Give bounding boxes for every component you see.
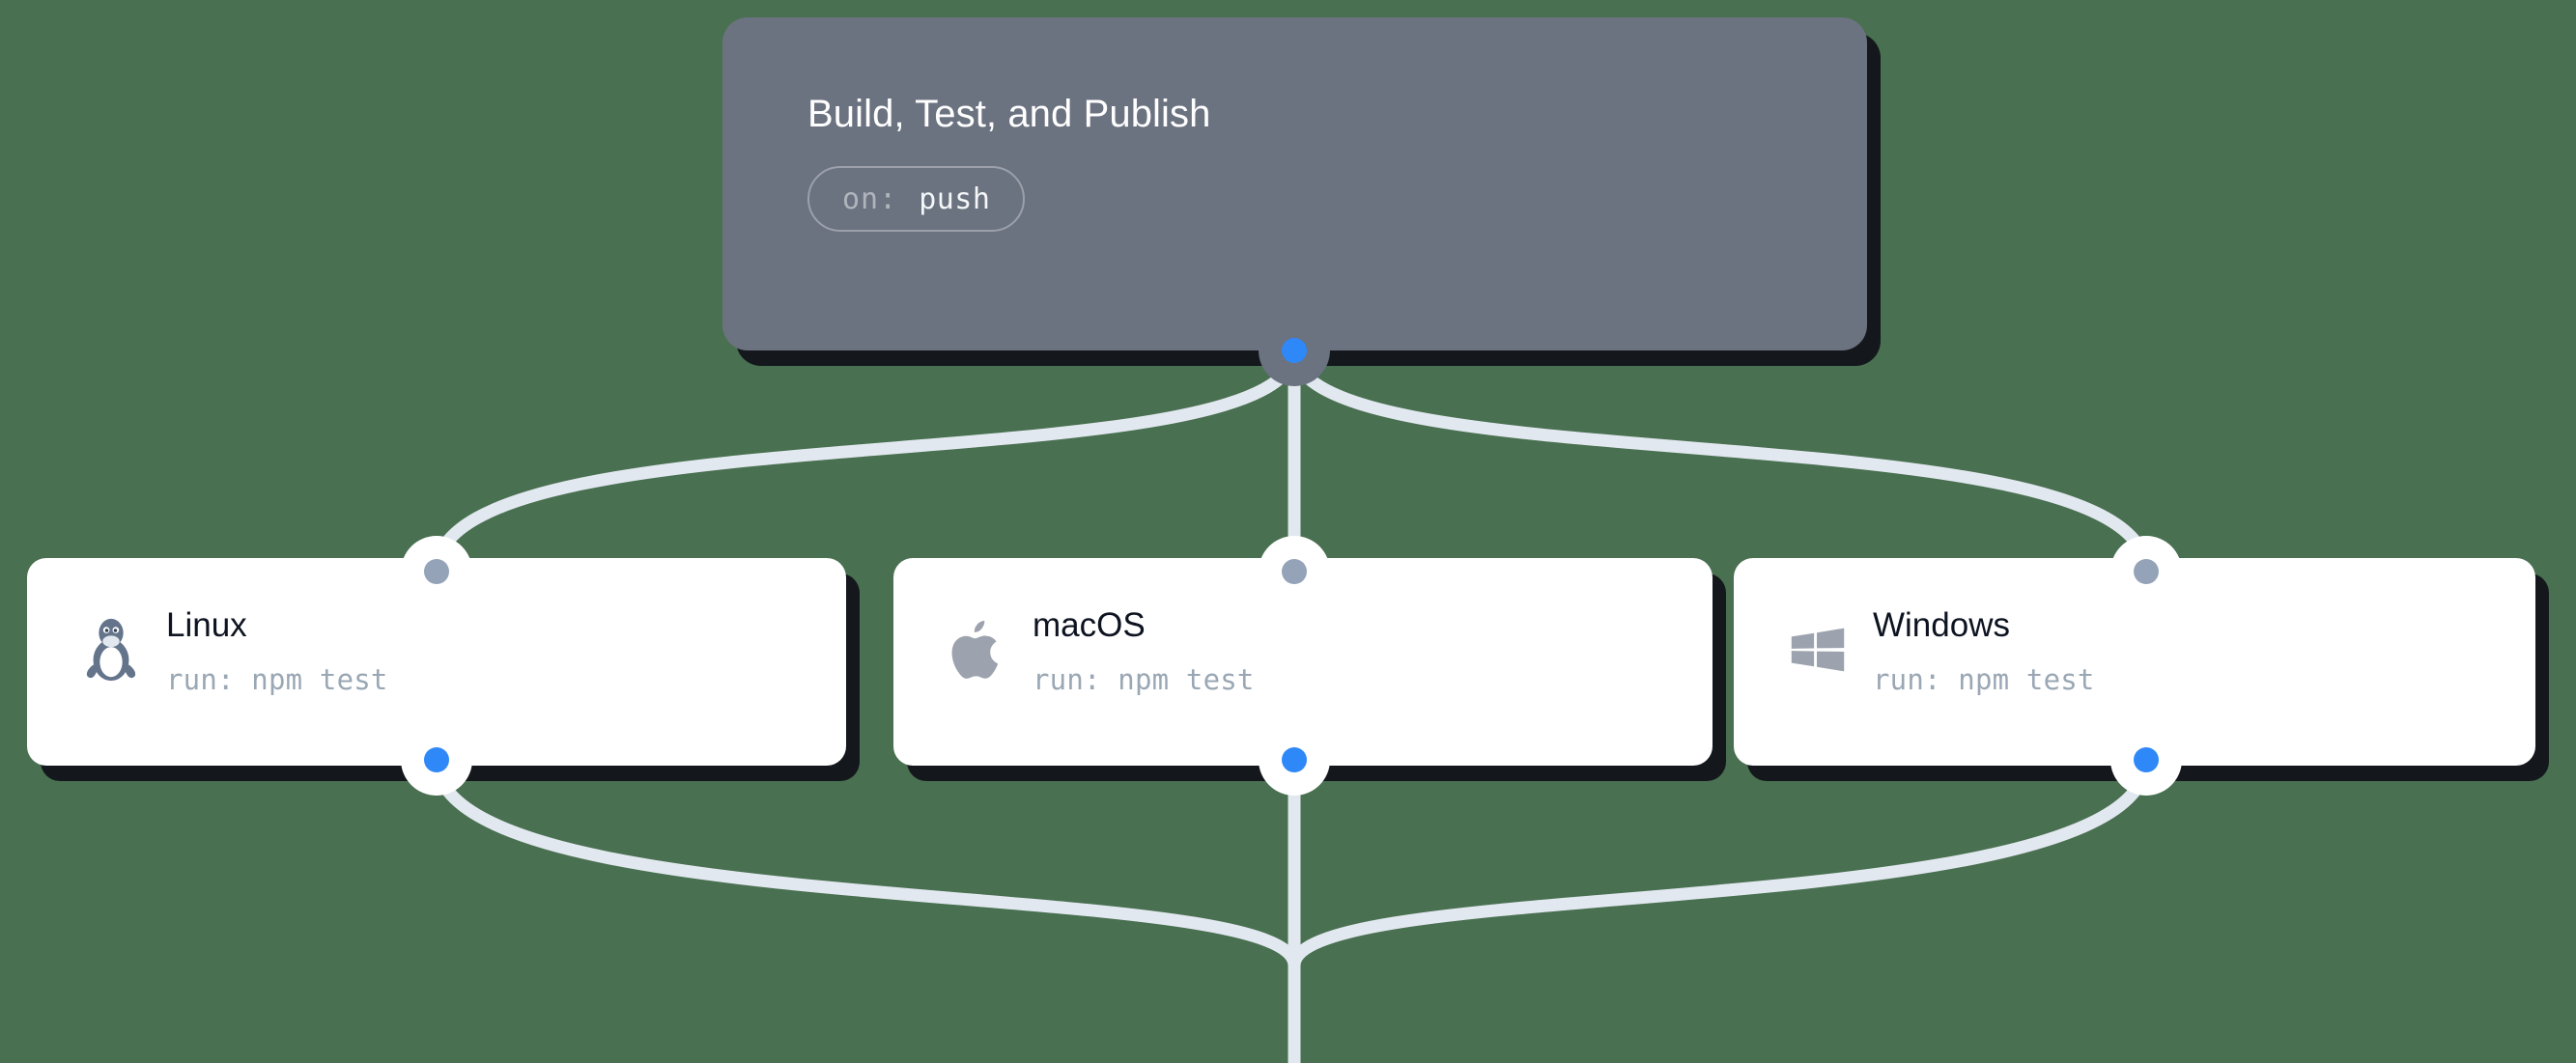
edge-linux-to-publish (430, 753, 1301, 1063)
edge-trigger-to-linux (430, 344, 1301, 578)
trigger-event-key: on: (842, 182, 898, 216)
trigger-event-value: push (919, 182, 991, 216)
job-title-linux: Linux (166, 606, 247, 644)
edge-windows-to-publish (1288, 753, 2153, 1063)
windows-source-handle[interactable] (2134, 747, 2159, 772)
edge-trigger-to-windows (1288, 344, 2153, 578)
apple-icon (951, 620, 999, 679)
trigger-event-badge[interactable]: on: push (807, 166, 1026, 232)
linux-penguin-icon (86, 618, 136, 682)
windows-icon (1791, 628, 1845, 672)
trigger-node[interactable]: Build, Test, and Publish on: push (722, 17, 1867, 350)
macos-target-handle[interactable] (1282, 559, 1307, 584)
trigger-title: Build, Test, and Publish (807, 93, 1211, 135)
job-run-windows: run: npm test (1873, 662, 2095, 696)
linux-source-handle[interactable] (424, 747, 449, 772)
job-run-macos: run: npm test (1033, 662, 1255, 696)
job-title-macos: macOS (1033, 606, 1146, 644)
windows-target-handle[interactable] (2134, 559, 2159, 584)
trigger-source-handle[interactable] (1282, 338, 1307, 363)
job-run-linux: run: npm test (166, 662, 388, 696)
job-title-windows: Windows (1873, 606, 2010, 644)
macos-source-handle[interactable] (1282, 747, 1307, 772)
linux-target-handle[interactable] (424, 559, 449, 584)
